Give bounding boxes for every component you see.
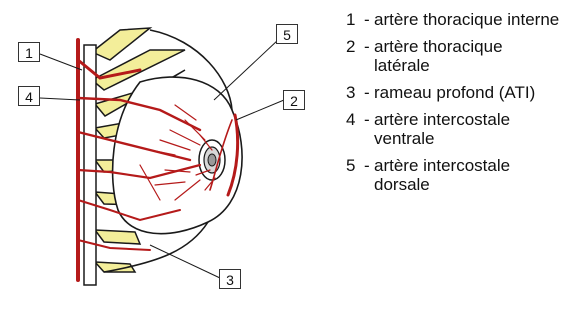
callout-1: 1 [18,42,40,62]
legend: 1 - artère thoracique interne 2 - artère… [346,10,561,202]
legend-number: 2 [346,37,364,75]
callout-4: 4 [18,86,40,106]
callout-5: 5 [276,24,298,44]
areola [199,140,225,180]
legend-dash: - [364,10,374,29]
callout-2: 2 [283,90,305,110]
legend-text: artère intercostale dorsale [374,156,561,194]
legend-item: 5 - artère intercostale dorsale [346,156,561,194]
callout-3: 3 [219,269,241,289]
legend-item: 1 - artère thoracique interne [346,10,561,29]
legend-number: 1 [346,10,364,29]
legend-item: 4 - artère intercostale ventrale [346,110,561,148]
legend-item: 3 - rameau profond (ATI) [346,83,561,102]
legend-text: artère thoracique latérale [374,37,561,75]
legend-text: rameau profond (ATI) [374,83,561,102]
sternum [84,45,96,285]
legend-text: artère thoracique interne [374,10,561,29]
legend-dash: - [364,37,374,75]
legend-text: artère intercostale ventrale [374,110,561,148]
legend-dash: - [364,110,374,148]
legend-dash: - [364,83,374,102]
legend-item: 2 - artère thoracique latérale [346,37,561,75]
legend-dash: - [364,156,374,194]
legend-number: 4 [346,110,364,148]
legend-number: 3 [346,83,364,102]
legend-number: 5 [346,156,364,194]
